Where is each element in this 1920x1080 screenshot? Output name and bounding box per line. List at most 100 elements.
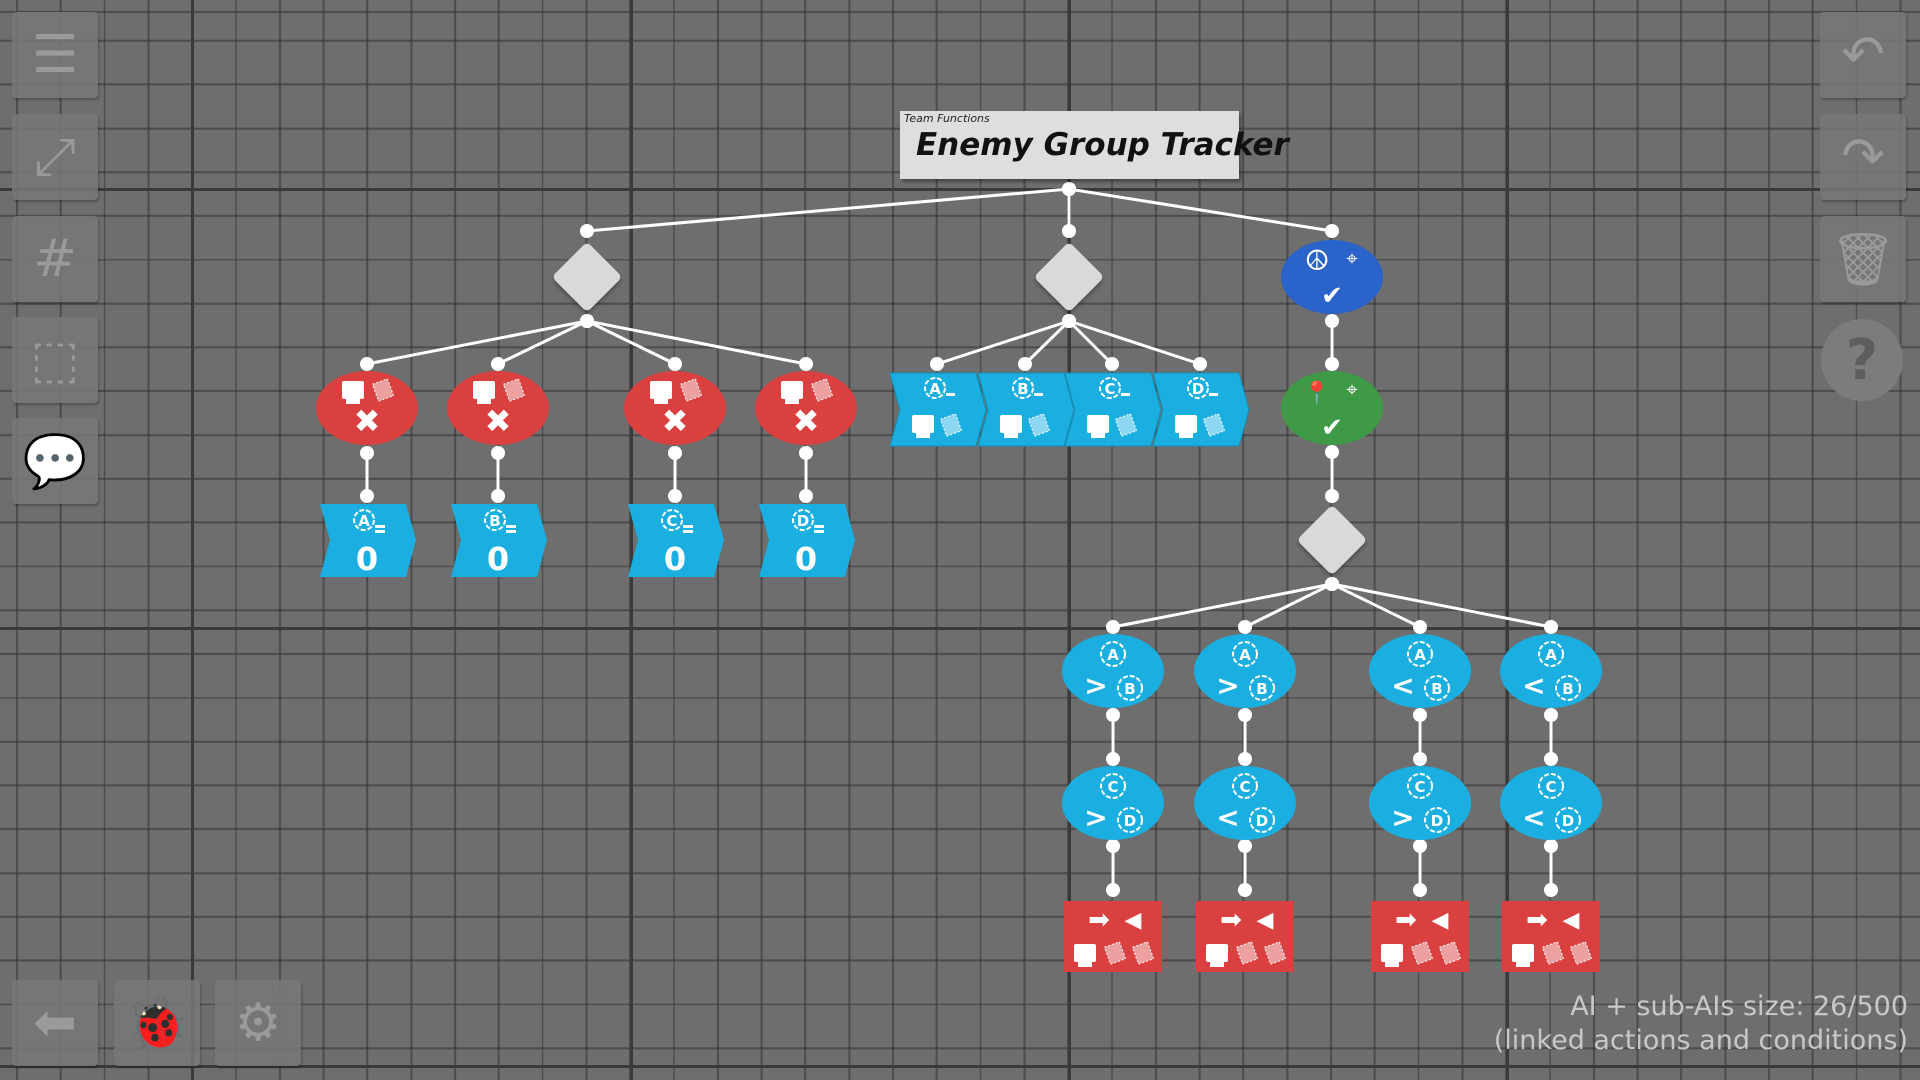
group-circle-icon: [1187, 377, 1209, 399]
equals-icon: [683, 530, 693, 533]
set-group-counter-action-node[interactable]: A0: [320, 504, 416, 578]
connector-dot: [668, 489, 682, 503]
move-arrow-icon: ➡: [1220, 905, 1242, 935]
move-group-action-node[interactable]: ➡◀: [1502, 901, 1600, 972]
count-group-action-node[interactable]: D: [1152, 372, 1250, 447]
move-group-action-node[interactable]: ➡◀: [1064, 901, 1162, 972]
skull-icon: [912, 415, 934, 433]
undo-button[interactable]: ↶: [1820, 12, 1906, 98]
connector-dot: [1238, 708, 1252, 722]
skull-icon: [1175, 415, 1197, 433]
move-group-action-node[interactable]: ➡◀: [1371, 901, 1469, 972]
delete-button[interactable]: 🗑: [1820, 216, 1906, 302]
menu-button[interactable]: ☰: [12, 12, 98, 98]
equals-icon: [683, 525, 693, 528]
group-letter: B: [489, 512, 500, 530]
group-cards-icon: [939, 413, 963, 437]
connection-line: [1112, 582, 1333, 629]
connector-dot: [1062, 314, 1076, 328]
select-area-button[interactable]: ⬚: [12, 317, 98, 403]
back-button[interactable]: ⬅: [12, 980, 98, 1066]
compare-groups-condition-node[interactable]: C<D: [1194, 766, 1296, 840]
selector-diamond-node[interactable]: [1297, 505, 1368, 576]
connector-dot: [1106, 708, 1120, 722]
ai-size-status: AI + sub-AIs size: 26/500 (linked action…: [1494, 990, 1908, 1058]
connector-dot: [1544, 839, 1558, 853]
connector-dot: [1062, 224, 1076, 238]
redo-button[interactable]: ↷: [1820, 114, 1906, 200]
oval-shape: [1369, 766, 1471, 840]
connector-dot: [1238, 839, 1252, 853]
connector-dot: [930, 357, 944, 371]
count-group-action-node[interactable]: A: [889, 372, 987, 447]
group-cards-icon: [371, 378, 395, 402]
help-icon: ?: [1845, 327, 1879, 393]
comparison-operator: <: [1391, 669, 1414, 702]
group-cards-icon: [1131, 941, 1155, 965]
comparison-operator: <: [1216, 801, 1239, 834]
skull-jaw-icon: [916, 431, 930, 438]
kill-group-condition-node[interactable]: ✖: [316, 371, 418, 445]
group-letter: A: [929, 380, 941, 398]
kill-group-condition-node[interactable]: ✖: [755, 371, 857, 445]
comment-button[interactable]: 💬: [12, 418, 98, 504]
settings-button[interactable]: ⚙: [215, 980, 301, 1066]
group-letter: C: [1414, 778, 1425, 796]
compare-groups-condition-node[interactable]: A<B: [1369, 634, 1471, 708]
group-cards-icon: [1027, 413, 1051, 437]
grid-toggle-button[interactable]: #: [12, 216, 98, 302]
field-of-view-icon: ◀: [1125, 908, 1142, 933]
ai-size-line1: AI + sub-AIs size: 26/500: [1570, 991, 1908, 1022]
connector-dot: [1018, 357, 1032, 371]
set-group-counter-action-node[interactable]: B0: [451, 504, 547, 578]
compare-groups-condition-node[interactable]: A>B: [1062, 634, 1164, 708]
cross-icon: ✖: [662, 402, 689, 440]
skull-jaw-icon: [1078, 960, 1092, 967]
skull-icon: [1381, 944, 1403, 962]
skull-icon: [650, 381, 672, 399]
group-letter: D: [1124, 812, 1136, 830]
compare-groups-condition-node[interactable]: A<B: [1500, 634, 1602, 708]
kill-group-condition-node[interactable]: ✖: [624, 371, 726, 445]
target-icon: ⌖: [1346, 377, 1357, 401]
kill-group-condition-node[interactable]: ✖: [447, 371, 549, 445]
oval-shape: [447, 371, 549, 445]
ai-size-line2: (linked actions and conditions): [1493, 1025, 1908, 1056]
move-group-action-node[interactable]: ➡◀: [1196, 901, 1294, 972]
oval-shape: [316, 371, 418, 445]
connector-dot: [1325, 224, 1339, 238]
oval-shape: [1281, 371, 1383, 445]
skull-icon: [1074, 944, 1096, 962]
selector-diamond-node[interactable]: [1034, 242, 1105, 313]
group-circle-icon: [1407, 773, 1433, 799]
title-category: Team Functions: [904, 112, 990, 125]
title-name: Enemy Group Tracker: [916, 127, 1289, 163]
count-group-action-node[interactable]: B: [977, 372, 1075, 447]
compare-groups-condition-node[interactable]: C<D: [1500, 766, 1602, 840]
compare-groups-condition-node[interactable]: A>B: [1194, 634, 1296, 708]
debug-button[interactable]: 🐞: [114, 980, 200, 1066]
connector-dot: [360, 446, 374, 460]
peace-target-condition-node[interactable]: ☮⌖✔: [1281, 240, 1383, 314]
connector-dot: [1413, 883, 1427, 897]
group-letter: A: [1107, 646, 1119, 664]
connector-dot: [491, 446, 505, 460]
root-node-title[interactable]: Team Functions Enemy Group Tracker: [900, 111, 1289, 179]
location-target-condition-node[interactable]: 📍⌖✔: [1281, 371, 1383, 445]
set-group-counter-action-node[interactable]: D0: [759, 504, 855, 578]
help-button[interactable]: ?: [1821, 319, 1903, 401]
fit-view-icon: ⤢: [34, 126, 76, 187]
skull-icon: [473, 381, 495, 399]
group-letter: C: [1107, 778, 1118, 796]
comparison-operator: <: [1522, 801, 1545, 834]
compare-groups-condition-node[interactable]: C>D: [1369, 766, 1471, 840]
connector-dot: [1106, 752, 1120, 766]
set-group-counter-action-node[interactable]: C0: [628, 504, 724, 578]
compare-groups-condition-node[interactable]: C>D: [1062, 766, 1164, 840]
group-letter: A: [1239, 646, 1251, 664]
group-cards-icon: [1103, 941, 1127, 965]
fit-view-button[interactable]: ⤢: [12, 114, 98, 200]
selector-diamond-node[interactable]: [552, 242, 623, 313]
count-group-action-node[interactable]: C: [1064, 372, 1162, 447]
